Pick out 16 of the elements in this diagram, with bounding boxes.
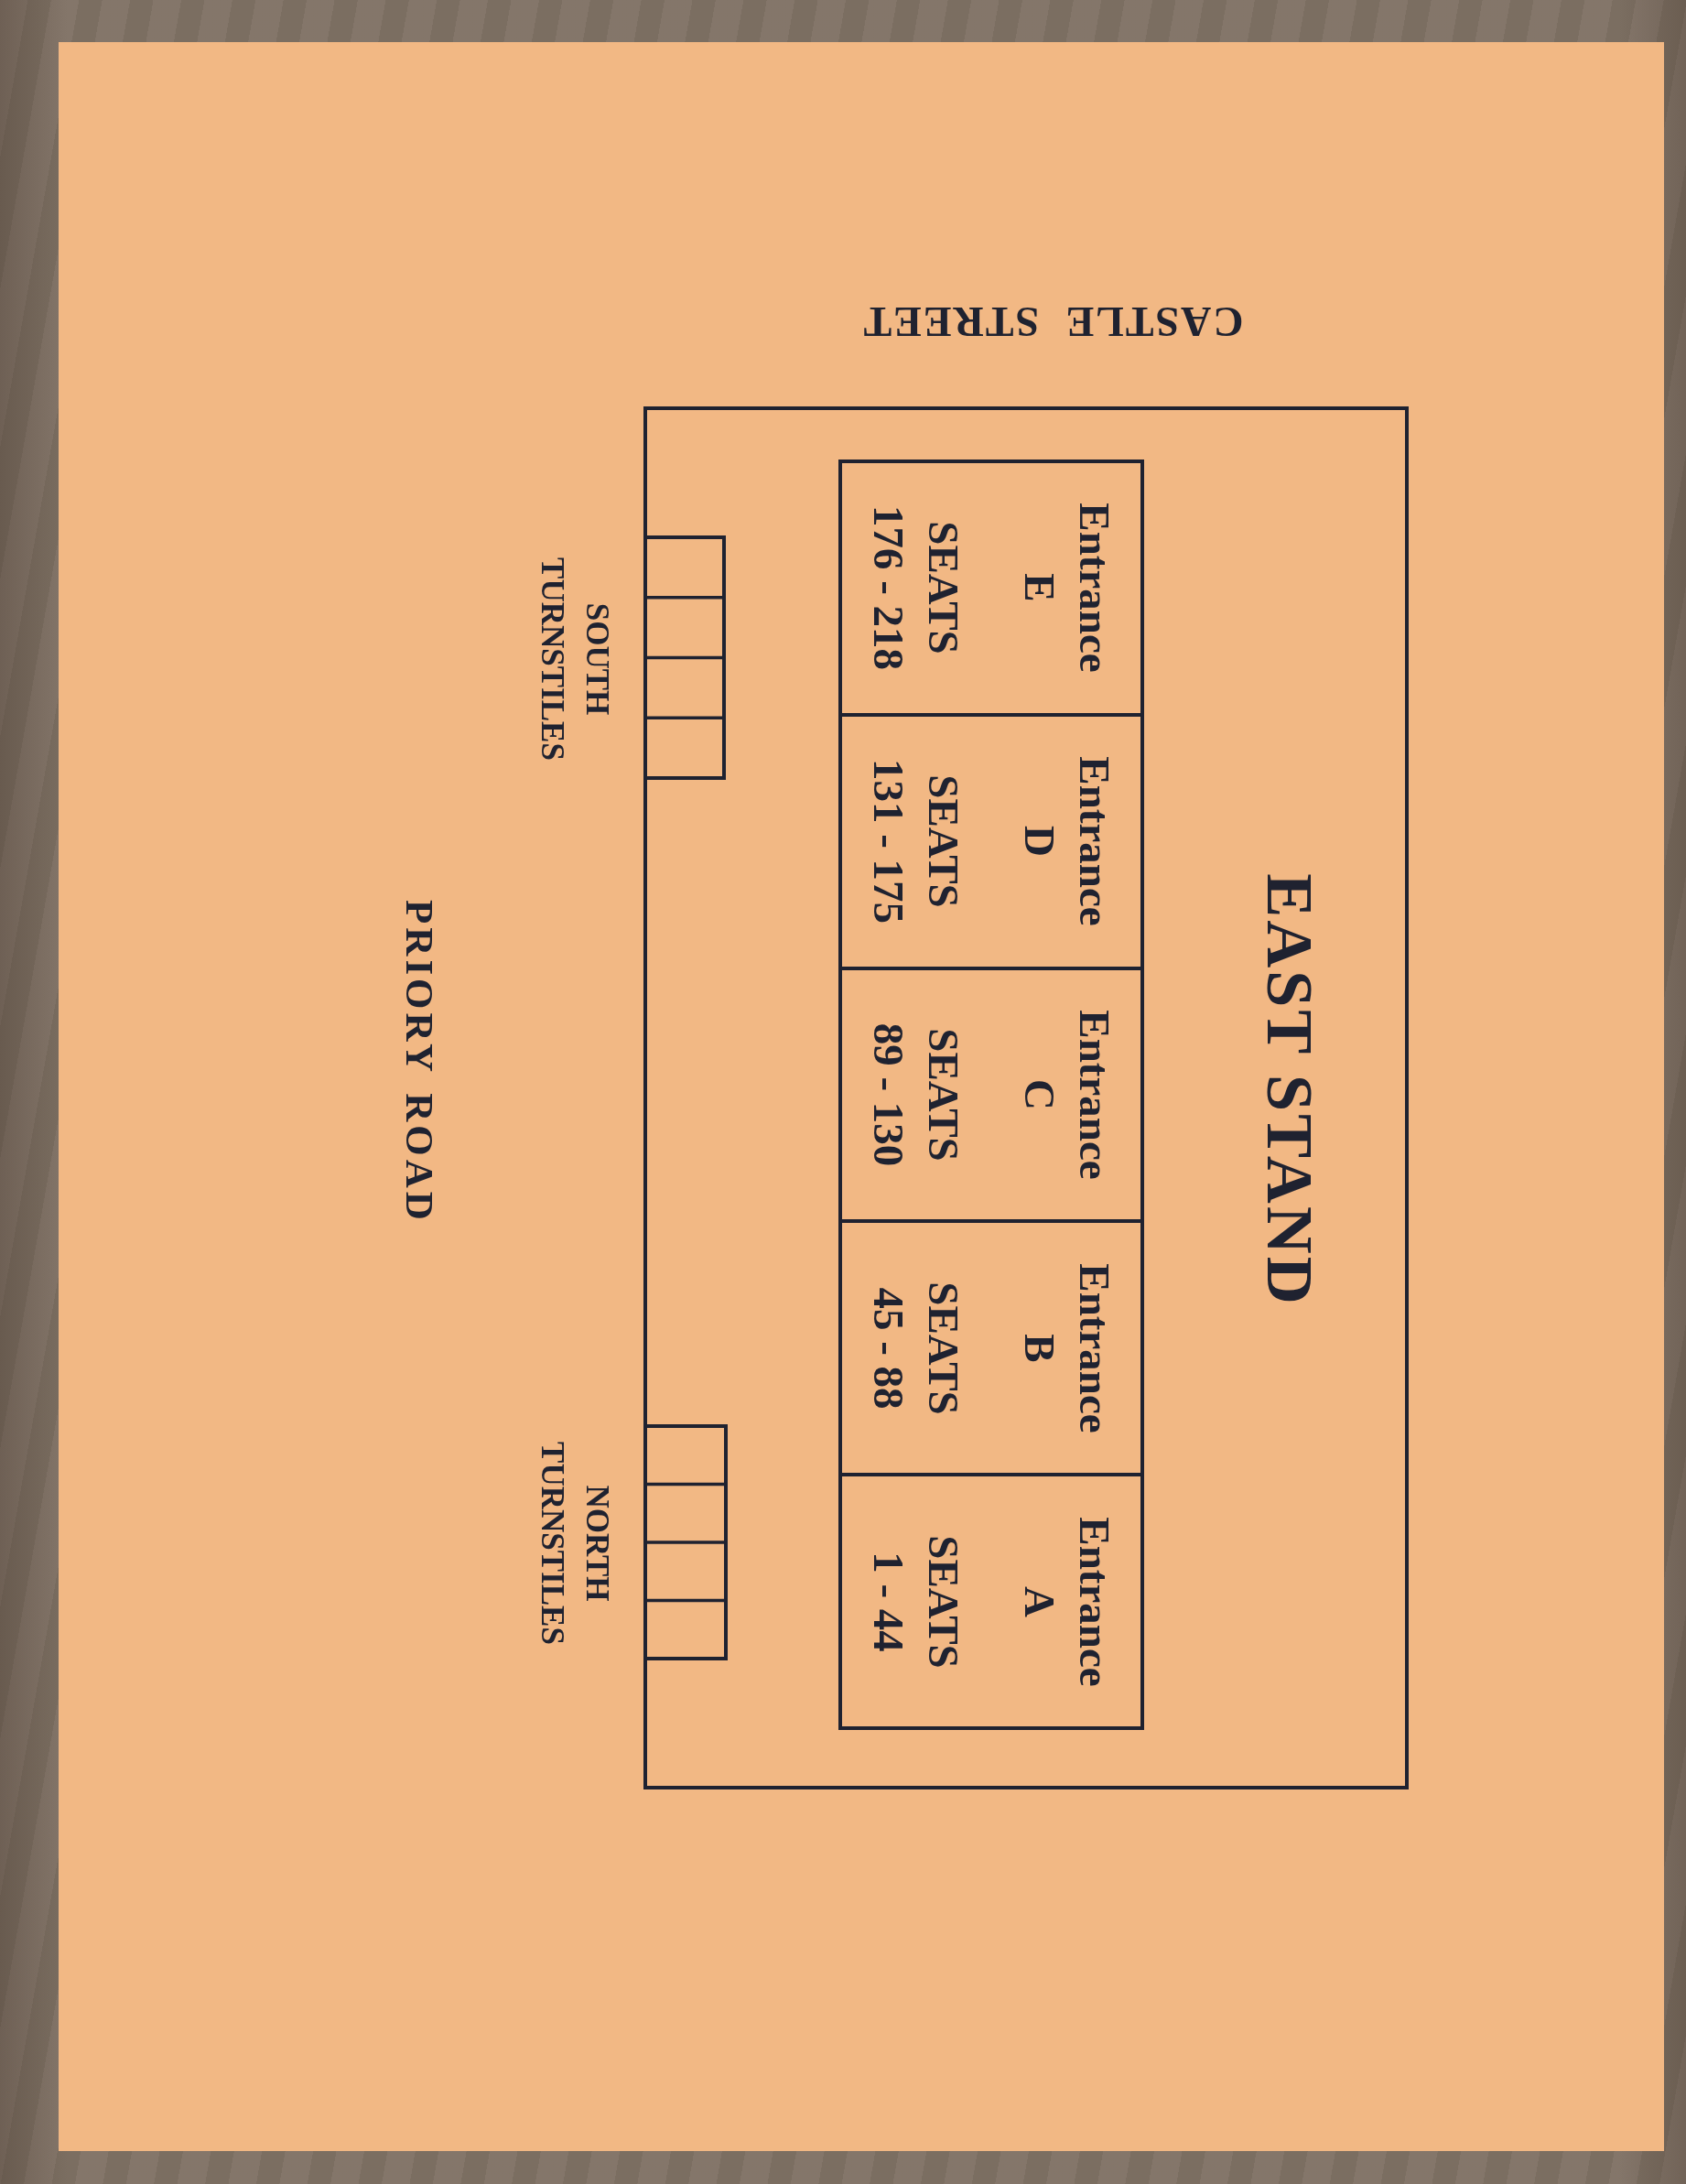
- turnstile-label: NORTH TURNSTILES: [534, 1442, 616, 1645]
- turnstile-label: SOUTH TURNSTILES: [534, 557, 616, 761]
- seat-range-label: SEATS 89 - 130: [863, 1022, 968, 1167]
- stand-name: EAST STAND: [1251, 873, 1327, 1307]
- seat-range-label: SEATS 45 - 88: [863, 1281, 968, 1415]
- entrance-label: Entrance B: [1014, 1263, 1119, 1433]
- entrance-label: Entrance E: [1014, 503, 1119, 674]
- seat-range-label: SEATS 131 - 175: [863, 759, 968, 924]
- street-name: CASTLE STREET: [861, 297, 1244, 346]
- seat-range-label: SEATS 1 - 44: [863, 1534, 968, 1669]
- seat-range-label: SEATS 176 - 218: [863, 505, 968, 671]
- entrance-label: Entrance A: [1014, 1516, 1119, 1687]
- entrance-label: Entrance C: [1014, 1010, 1119, 1180]
- entrance-label: Entrance D: [1014, 756, 1119, 926]
- street-name: PRIORY ROAD: [396, 900, 442, 1224]
- stand-outline: [643, 406, 1409, 1789]
